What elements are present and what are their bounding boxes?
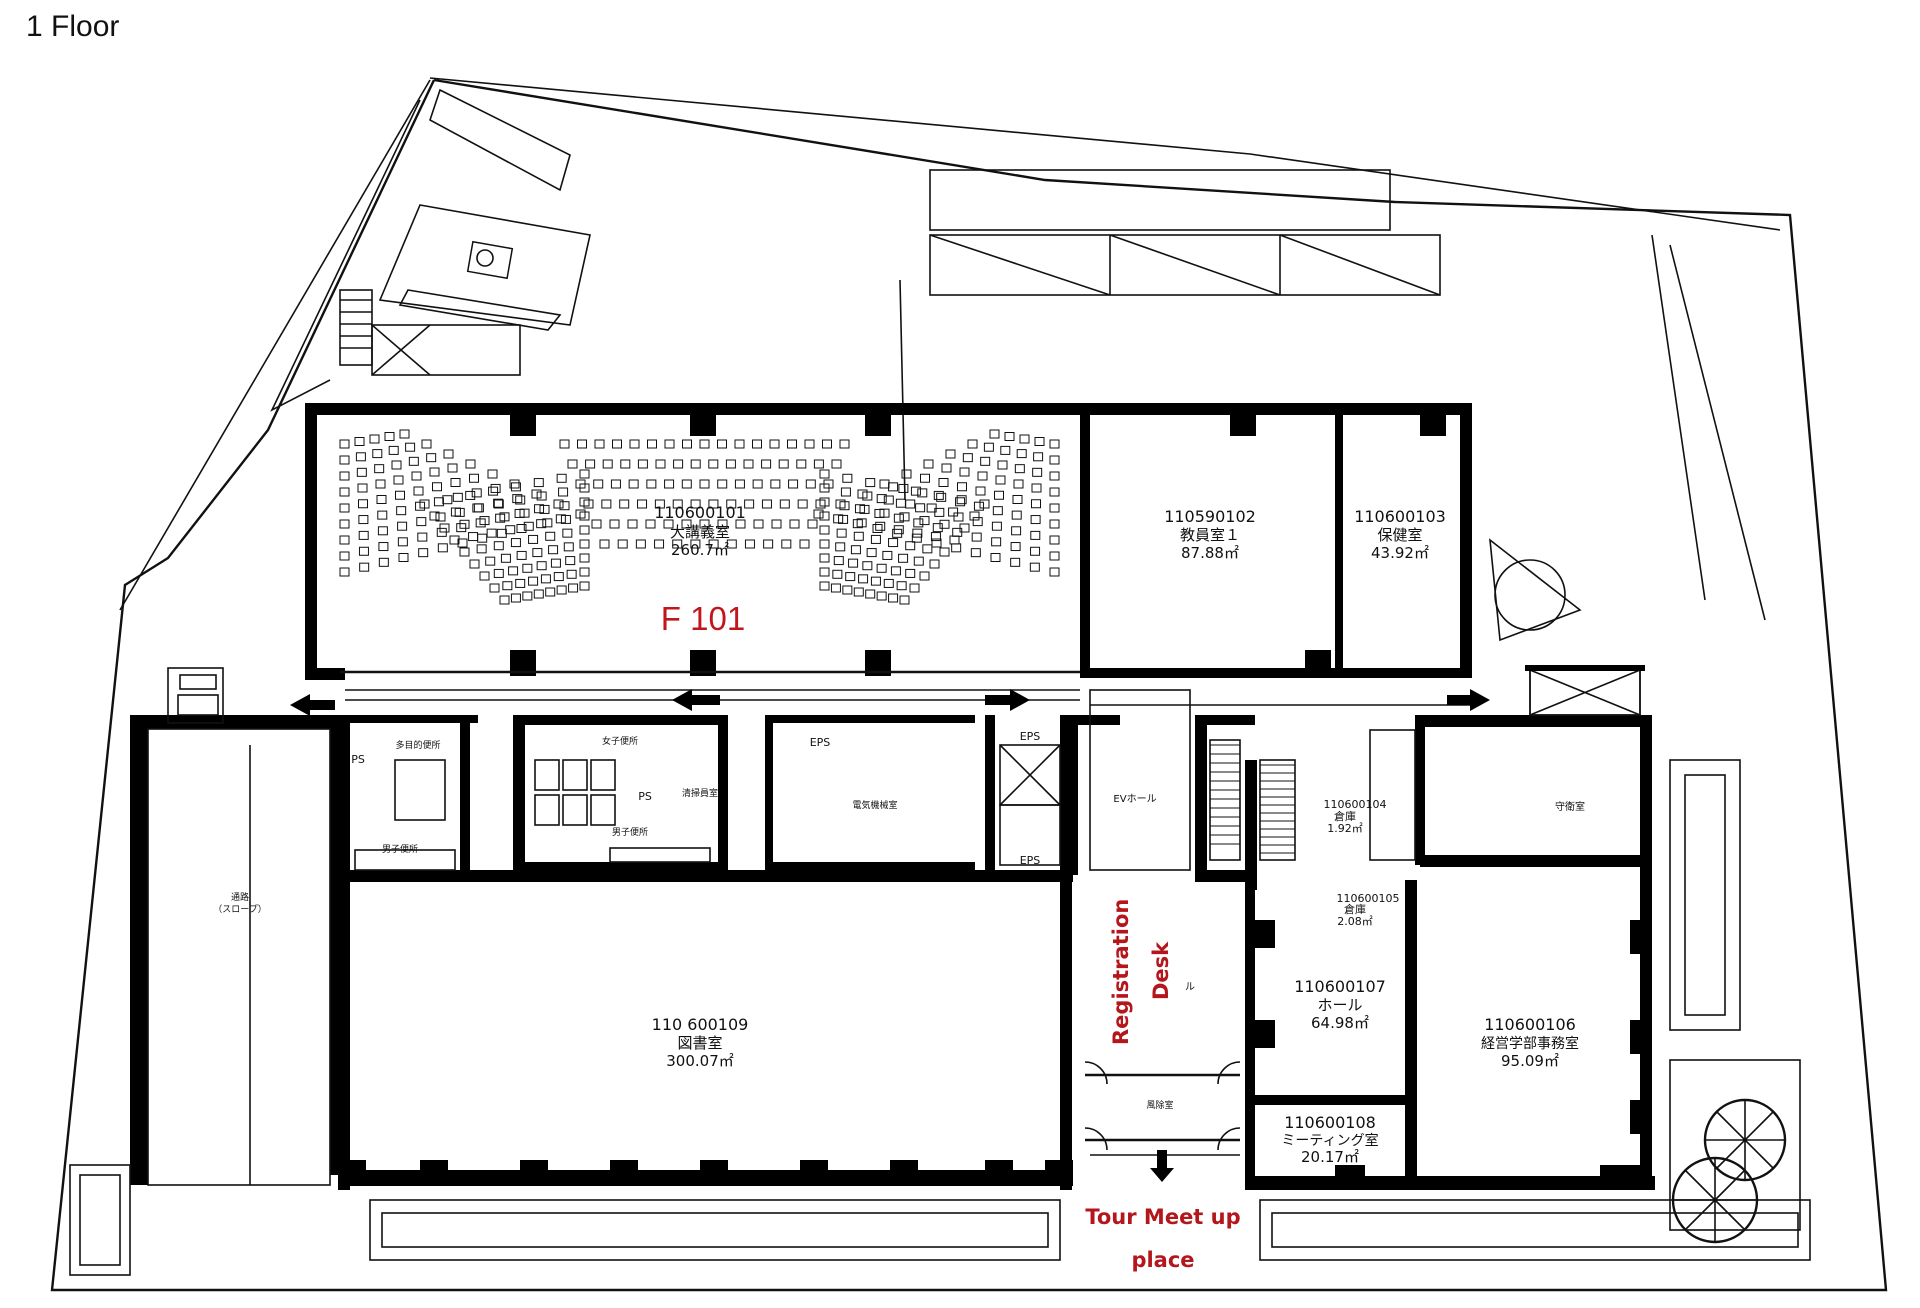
room-label-102: 110590102 教員室１ 87.88㎡ bbox=[1164, 507, 1256, 562]
triangle-planter bbox=[1489, 538, 1582, 642]
room-label-104: 110600104 倉庫 1.92㎡ bbox=[1324, 798, 1387, 835]
room-name: 倉庫 bbox=[1344, 902, 1366, 916]
room-area: 87.88㎡ bbox=[1181, 544, 1239, 562]
room-code: 110600107 bbox=[1294, 977, 1386, 996]
room-area: 1.92㎡ bbox=[1327, 822, 1363, 835]
planters bbox=[69, 759, 1811, 1276]
interior-stairs bbox=[1209, 739, 1296, 861]
elevator-icon bbox=[999, 744, 1061, 866]
guard-room-label: 守衛室 bbox=[1555, 800, 1585, 813]
room-area: 300.07㎡ bbox=[666, 1052, 734, 1070]
exterior-stairs bbox=[339, 289, 521, 376]
building-walls bbox=[130, 403, 1655, 1190]
west-stairs bbox=[167, 667, 224, 724]
machine-room-label: 電気機械室 bbox=[852, 799, 897, 811]
slope-label: 通路 bbox=[231, 891, 249, 903]
ev-hall-label: EVホール bbox=[1113, 793, 1156, 805]
room-name: 大講義室 bbox=[670, 523, 730, 541]
eps-label: EPS bbox=[1020, 854, 1041, 867]
ps-label: PS bbox=[351, 753, 365, 766]
mens-wc-label: 男子便所 bbox=[612, 826, 648, 838]
room-name: 経営学部事務室 bbox=[1481, 1035, 1579, 1052]
mens-wc-label: 男子便所 bbox=[382, 843, 418, 855]
room-name: ホール bbox=[1317, 996, 1362, 1014]
room-code: 110600105 bbox=[1337, 892, 1400, 905]
room-code: 110600103 bbox=[1354, 507, 1446, 526]
room-area: 20.17㎡ bbox=[1301, 1148, 1359, 1166]
registration-label: Registration bbox=[1109, 899, 1133, 1045]
room-label-108: 110600108 ミーティング室 20.17㎡ bbox=[1281, 1113, 1378, 1166]
room-label-lecture-hall: 110600101 大講義室 260.7㎡ bbox=[654, 503, 746, 559]
floor-title: 1 Floor bbox=[26, 10, 120, 43]
multi-wc-label: 多目的便所 bbox=[395, 739, 440, 751]
room-label-109: 110 600109 図書室 300.07㎡ bbox=[652, 1015, 749, 1070]
room-name: ミーティング室 bbox=[1281, 1132, 1378, 1149]
site-boundary bbox=[50, 77, 1888, 1292]
room-name: 図書室 bbox=[677, 1034, 722, 1052]
room-name: 教員室１ bbox=[1180, 526, 1240, 544]
room-name: 倉庫 bbox=[1334, 809, 1356, 823]
room-code: 110 600109 bbox=[652, 1015, 749, 1034]
storage-label: 清掃員室 bbox=[682, 787, 718, 799]
room-area: 260.7㎡ bbox=[671, 541, 729, 559]
hall-mark: ル bbox=[1185, 982, 1195, 993]
room-name: 保健室 bbox=[1377, 526, 1422, 544]
lecture-hall-seating bbox=[339, 429, 1060, 605]
accessible-parking-icon bbox=[466, 240, 514, 280]
tree-icon bbox=[1671, 1098, 1787, 1244]
room-area: 64.98㎡ bbox=[1311, 1014, 1369, 1032]
room-area: 2.08㎡ bbox=[1337, 915, 1373, 928]
windbreak-label: 風除室 bbox=[1146, 1099, 1173, 1111]
exit-arrows bbox=[290, 689, 1490, 1182]
eps-label: EPS bbox=[1020, 730, 1041, 743]
room-code: 110600108 bbox=[1284, 1113, 1376, 1132]
room-area: 43.92㎡ bbox=[1371, 544, 1429, 562]
tour-meetup-place-label: place bbox=[1131, 1248, 1194, 1272]
tour-meetup-label: Tour Meet up bbox=[1085, 1205, 1240, 1229]
room-label-103: 110600103 保健室 43.92㎡ bbox=[1354, 507, 1446, 562]
room-area: 95.09㎡ bbox=[1501, 1052, 1559, 1070]
parking-area bbox=[378, 88, 1766, 621]
room-code: 110600101 bbox=[654, 503, 746, 522]
toilet-fixtures bbox=[354, 759, 711, 871]
ps-label: PS bbox=[638, 790, 652, 803]
room-code: 110590102 bbox=[1164, 507, 1256, 526]
room-code: 110600104 bbox=[1324, 798, 1387, 811]
room-label-105: 110600105 倉庫 2.08㎡ bbox=[1337, 892, 1400, 928]
registration-desk-label: Desk bbox=[1149, 941, 1173, 1000]
room-label-107: 110600107 ホール 64.98㎡ bbox=[1294, 977, 1386, 1032]
room-code: 110600106 bbox=[1484, 1015, 1576, 1034]
slope-sublabel: （スロープ） bbox=[213, 904, 266, 915]
room-label-106: 110600106 経営学部事務室 95.09㎡ bbox=[1481, 1015, 1579, 1070]
womens-wc-label: 女子便所 bbox=[602, 735, 638, 747]
eps-label: EPS bbox=[810, 736, 831, 749]
f101-label: F 101 bbox=[661, 600, 745, 637]
